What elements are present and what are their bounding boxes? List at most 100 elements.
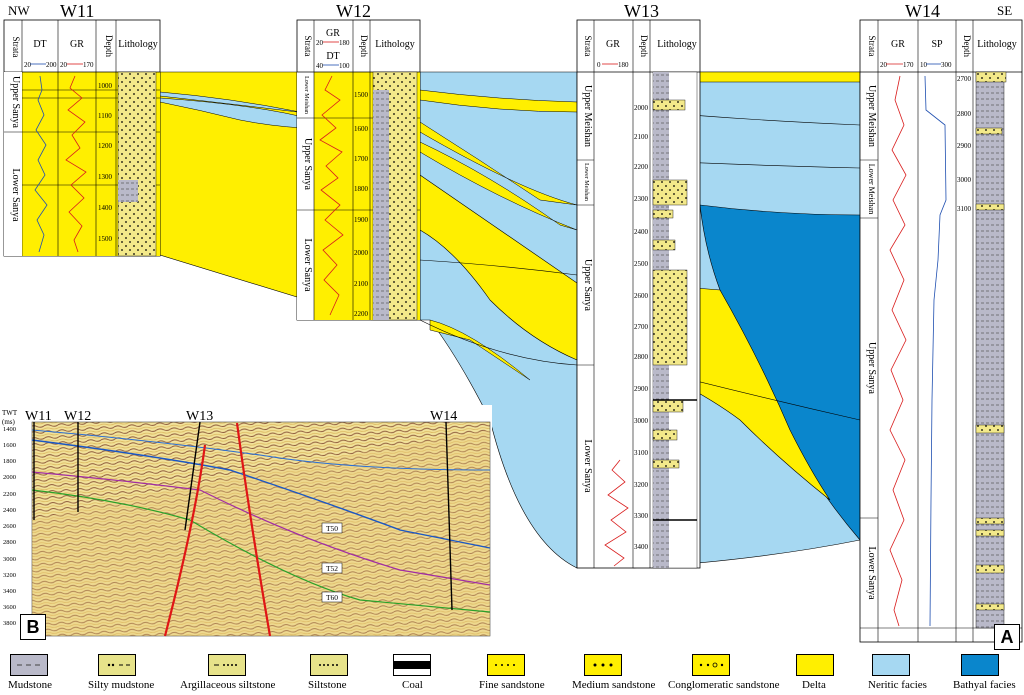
w13-depth-tick: 3100: [634, 449, 649, 457]
w14-depth-tick: 3100: [957, 205, 972, 213]
horizon-t50: [31, 439, 491, 549]
w12-log1-min: 20: [316, 39, 324, 47]
delta-spike-w12-w13: [429, 319, 531, 381]
legend-label: Silty mudstone: [88, 679, 155, 691]
siltstone-swatch: [310, 654, 348, 676]
w14-lith-header: Lithology: [977, 39, 1016, 50]
twt-label: TWT: [2, 409, 18, 417]
w11-depth-tick: 1300: [98, 173, 113, 181]
w11-depth-header: Depth: [104, 35, 114, 57]
w12-depth-ticks: 1500 1600 1700 1800 1900 2000 2100 2200: [354, 91, 369, 318]
w12-depth-tick: 1700: [354, 155, 369, 163]
delta-body-w12-w13-a: [419, 174, 578, 361]
w13-depth-header: Depth: [639, 35, 649, 57]
conglomeratic-sandstone-swatch: [692, 654, 730, 676]
w13-log1-max: 180: [618, 61, 629, 69]
legend-item-coal: Coal: [385, 648, 485, 695]
w13-strata-lower-meishan: Lower Meishan: [583, 163, 589, 201]
legend-label: Mudstone: [8, 679, 52, 691]
w13-depth-tick: 2200: [634, 163, 649, 171]
w12-lith-header: Lithology: [375, 39, 414, 50]
horizon-t60-label: T60: [326, 593, 338, 602]
neritic-swatch: [872, 654, 910, 676]
fine-sandstone-swatch: [487, 654, 525, 676]
w12-strata-header: Strata: [303, 36, 313, 57]
w11-depth-tick: 1100: [98, 112, 112, 120]
twt-tick: 3000: [3, 556, 16, 563]
twt-tick: 3200: [3, 572, 16, 579]
horizon-t52: [31, 471, 491, 586]
w12-depth-tick: 1800: [354, 185, 369, 193]
legend-item-delta: Delta: [788, 648, 888, 695]
w14-depth-tick: 2900: [957, 142, 972, 150]
twt-tick: 2600: [3, 523, 16, 530]
horizon-line-5: [419, 259, 578, 276]
w13-depth-tick: 3200: [634, 481, 649, 489]
twt-tick: 2200: [3, 491, 16, 498]
legend-item-silty-mudstone: Silty mudstone: [88, 648, 188, 695]
legend-item-medium-sandstone: Medium sandstone: [572, 648, 672, 695]
legend-label: Coal: [402, 679, 423, 691]
w14-sp-curve: [924, 75, 947, 627]
w12-depth-tick: 2200: [354, 310, 369, 318]
w14-log2-min: 10: [920, 61, 928, 69]
w13-gr-curve: [604, 459, 629, 567]
w14-depth-tick: 3000: [957, 176, 972, 184]
twt-tick: 2000: [3, 474, 16, 481]
argillaceous-siltstone-swatch: [208, 654, 246, 676]
legend-label: Siltstone: [308, 679, 347, 691]
w12-depth-tick: 1900: [354, 216, 369, 224]
w14-depth-tick: 2700: [957, 75, 972, 83]
w13-strata-upper-meishan: Upper Meishan: [582, 85, 593, 147]
nw-label: NW: [8, 3, 30, 18]
w11-log1-name: DT: [33, 39, 46, 50]
w14-depth-header: Depth: [962, 35, 972, 57]
w13-depth-tick: 3400: [634, 543, 649, 551]
correlation-panel: NW W11 Strata DT 20 200 GR 20 170 Depth …: [0, 1, 1023, 643]
w13-depth-tick: 2500: [634, 260, 649, 268]
panel-b-label: B: [20, 614, 46, 640]
seismic-image: [31, 421, 491, 637]
w13-depth-tick: 3000: [634, 417, 649, 425]
w12-log1-max: 180: [339, 39, 350, 47]
w11-depth-tick: 1000: [98, 82, 113, 90]
w11-title: W11: [60, 1, 94, 21]
w12-log2-name: DT: [326, 51, 339, 62]
legend-item-siltstone: Siltstone: [296, 648, 396, 695]
w14-lithology-column: [975, 71, 1005, 629]
mudstone-swatch: [10, 654, 48, 676]
seismic-w11-label: W11: [25, 409, 52, 424]
w12-log2-min: 40: [316, 62, 324, 70]
legend-label: Delta: [802, 679, 826, 691]
w11-log2-name: GR: [70, 39, 84, 50]
w14-strata-header: Strata: [867, 36, 877, 57]
w13-log1-min: 0: [597, 61, 601, 69]
legend-label: Neritic facies: [868, 679, 927, 691]
well-w14: W14 SE Strata GR 20 170 SP 10 300 Depth …: [859, 1, 1023, 643]
legend-label: Bathyal facies: [953, 679, 1016, 691]
w11-gr-curve: [65, 75, 87, 253]
w11-lith-header: Lithology: [118, 39, 157, 50]
w13-log1-name: GR: [606, 39, 620, 50]
twt-tick: 1400: [3, 426, 16, 433]
w13-depth-tick: 3300: [634, 512, 649, 520]
legend-label: Argillaceous siltstone: [180, 679, 276, 691]
w13-strata-header: Strata: [583, 36, 593, 57]
legend: Mudstone Silty mudstone Argillaceous sil…: [0, 648, 1024, 695]
legend-item-argillaceous-siltstone: Argillaceous siltstone: [180, 648, 280, 695]
well-w11: NW W11 Strata DT 20 200 GR 20 170 Depth …: [3, 1, 161, 257]
w11-log2-max: 170: [83, 61, 94, 69]
panel-a-label: A: [994, 624, 1020, 650]
delta-swatch: [796, 654, 834, 676]
w14-strata-lower-meishan: Lower Meishan: [867, 164, 876, 214]
w13-depth-tick: 2000: [634, 104, 649, 112]
w12-depth-header: Depth: [359, 35, 369, 57]
w12-depth-tick: 1500: [354, 91, 369, 99]
seismic-section-inset: W11 W12 W13 W14 TWT (ms) 1400 1600 1800 …: [0, 405, 492, 643]
w12-depth-tick: 2000: [354, 249, 369, 257]
w11-depth-tick: 1400: [98, 204, 113, 212]
twt-ticks: 1400 1600 1800 2000 2200 2400 2600 2800 …: [3, 426, 16, 627]
legend-label: Conglomeratic sandstone: [668, 679, 780, 691]
horizon-t60: [31, 489, 491, 613]
w12-depth-tick: 2100: [354, 280, 369, 288]
